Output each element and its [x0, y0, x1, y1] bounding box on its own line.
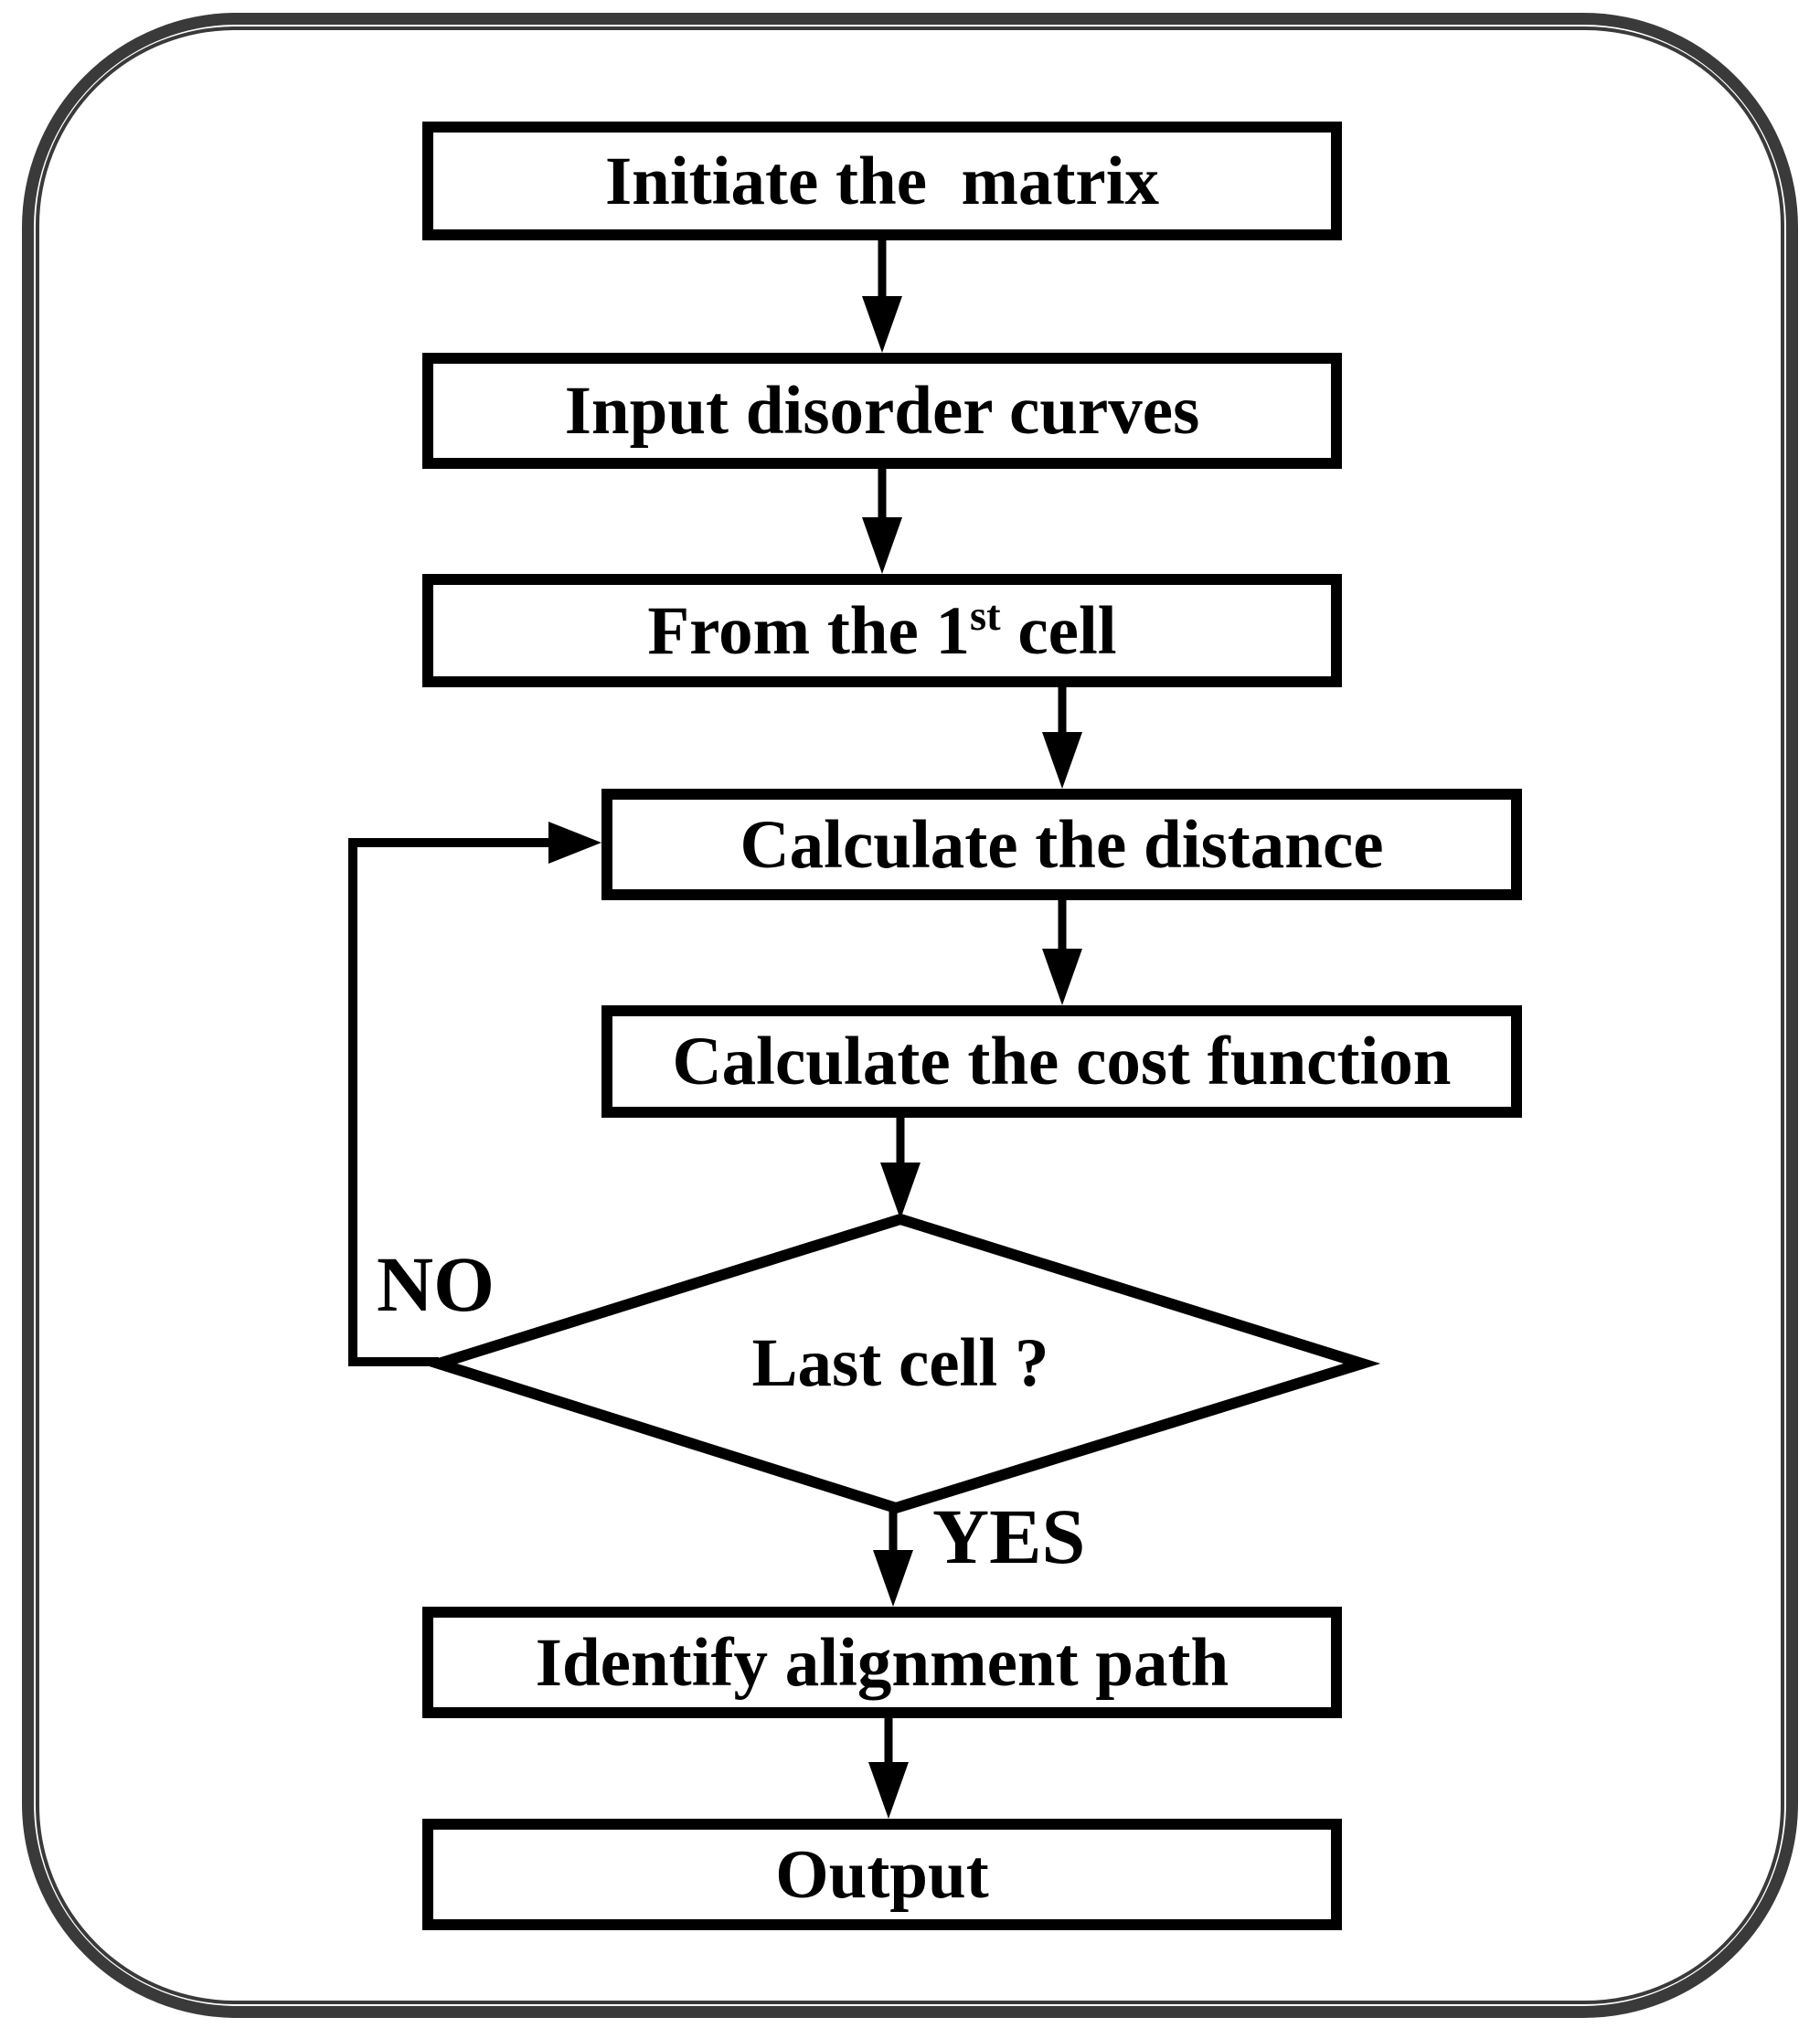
decision-diamond-last-cell: Last cell ?: [439, 1219, 1362, 1508]
from-first-cell-superscript: st: [970, 592, 1001, 640]
process-box-identify-alignment-path-label: Identify alignment path: [535, 1624, 1229, 1701]
process-box-calculate-cost-function-label: Calculate the cost function: [672, 1024, 1452, 1099]
rounded-border-inner-line: [36, 27, 1784, 2004]
decision-diamond-last-cell-label: Last cell ?: [751, 1325, 1049, 1401]
process-box-initiate-matrix-label: Initiate the matrix: [604, 143, 1160, 219]
no-loop-arrowhead: [548, 822, 601, 864]
arrow-3-head: [1042, 732, 1082, 789]
arrow-4-head: [1042, 949, 1082, 1005]
arrow-2-head: [862, 517, 902, 574]
arrow-5-head: [880, 1163, 921, 1219]
process-box-from-first-cell-label: From the 1st cell: [647, 595, 1116, 665]
edge-label-no: NO: [377, 1240, 495, 1328]
process-box-output-label: Output: [775, 1836, 989, 1913]
process-box-initiate-matrix: Initiate the matrix: [422, 122, 1342, 240]
no-loop-line: [348, 838, 550, 1366]
from-first-cell-suffix: cell: [1000, 592, 1117, 669]
process-box-identify-alignment-path: Identify alignment path: [422, 1607, 1342, 1718]
process-box-calculate-distance: Calculate the distance: [601, 789, 1522, 900]
process-box-calculate-cost-function: Calculate the cost function: [601, 1005, 1522, 1118]
arrow-7-head: [868, 1762, 909, 1819]
process-box-from-first-cell: From the 1st cell: [422, 574, 1342, 687]
process-box-input-disorder-curves-label: Input disorder curves: [564, 373, 1200, 449]
process-box-output: Output: [422, 1819, 1342, 1930]
rounded-border-frame: [22, 13, 1798, 2018]
arrow-6-head: [873, 1550, 913, 1607]
arrow-1-head: [862, 296, 902, 353]
from-first-cell-prefix: From the 1: [647, 592, 971, 669]
edge-label-yes: YES: [932, 1492, 1086, 1580]
process-box-calculate-distance-label: Calculate the distance: [740, 806, 1384, 883]
process-box-input-disorder-curves: Input disorder curves: [422, 353, 1342, 469]
